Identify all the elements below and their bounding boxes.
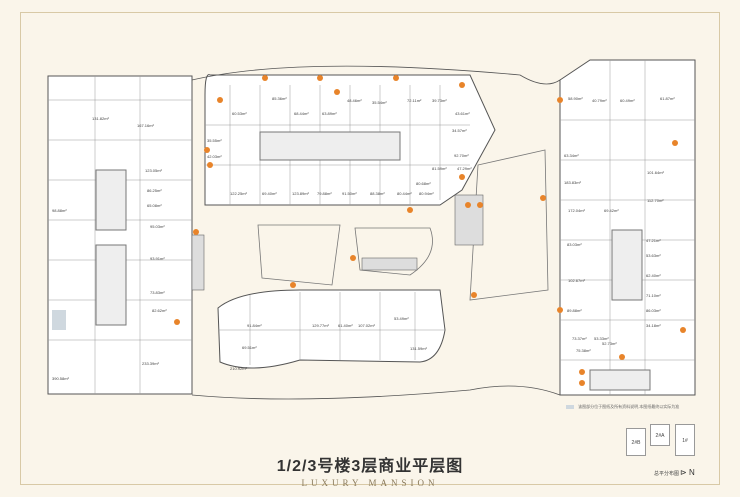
unit-area-label: 390.58m²	[52, 376, 69, 381]
site-building-2b: 2#B	[626, 428, 646, 456]
unit-area-label: 91.84m²	[247, 323, 262, 328]
unit-area-label: 53.49m²	[394, 316, 409, 321]
unit-area-label: 72.11m²	[407, 98, 422, 103]
unit-area-label: 63.89m²	[322, 111, 337, 116]
building-center-top	[204, 74, 496, 206]
north-arrow: ⊳ N	[680, 468, 695, 477]
site-map-caption: 总平分布图	[654, 471, 680, 477]
unit-area-label: 101.64m²	[647, 170, 664, 175]
unit-area-label: 107.02m²	[358, 323, 375, 328]
unit-area-label: 47.21m²	[646, 238, 661, 243]
unit-area-label: 69.51m²	[242, 345, 257, 350]
promenade-outline	[191, 65, 561, 400]
unit-area-label: 48.46m²	[347, 98, 362, 103]
unit-area-label: 86.25m²	[147, 188, 162, 193]
unit-area-label: 85.36m²	[272, 96, 287, 101]
unit-area-label: 89.88m²	[567, 308, 582, 313]
unit-area-label: 39.73m²	[432, 98, 447, 103]
unit-area-label: 83.03m²	[567, 242, 582, 247]
unit-area-label: 210.92m²	[230, 366, 247, 371]
north-label: N	[688, 468, 695, 477]
unit-area-label: 60.49m²	[620, 98, 635, 103]
unit-area-label: 53.33m²	[594, 336, 609, 341]
legend: 该图部分位于图纸及所有资料说明,本图纸最终以实际为准	[566, 404, 679, 410]
building-left	[47, 75, 193, 395]
drawing-frame	[20, 12, 720, 485]
legend-swatch	[566, 404, 574, 409]
legend-text: 该图部分位于图纸及所有资料说明,本图纸最终以实际为准	[578, 404, 680, 409]
unit-area-label: 71.10m²	[646, 293, 661, 298]
unit-area-label: 61.40m²	[338, 323, 353, 328]
unit-area-label: 58.90m²	[568, 96, 583, 101]
unit-area-label: 35.54m²	[372, 100, 387, 105]
page-title: 1/2/3号楼3层商业平层图	[276, 458, 464, 475]
unit-area-label: 69.42m²	[604, 208, 619, 213]
unit-area-label: 172.04m²	[568, 208, 585, 213]
unit-area-label: 95.03m²	[150, 224, 165, 229]
unit-area-label: 233.39m²	[142, 361, 159, 366]
unit-area-label: 93.91m²	[150, 256, 165, 261]
unit-area-label: 131.82m²	[92, 116, 109, 121]
unit-area-label: 52.73m²	[602, 341, 617, 346]
unit-area-label: 167.16m²	[137, 123, 154, 128]
unit-area-label: 129.77m²	[312, 323, 329, 328]
unit-area-label: 91.50m²	[342, 191, 357, 196]
unit-area-label: 62.40m²	[646, 273, 661, 278]
unit-area-label: 123.05m²	[145, 168, 162, 173]
unit-area-label: 112.70m²	[647, 198, 664, 203]
site-building-2a: 2#A	[650, 424, 670, 446]
site-building-1: 1#	[675, 424, 695, 456]
unit-area-label: 80.68m²	[416, 181, 431, 186]
unit-area-label: 80.94m²	[419, 191, 434, 196]
unit-area-label: 42.03m²	[207, 154, 222, 159]
unit-area-label: 73.37m²	[572, 336, 587, 341]
unit-area-label: 80.44m²	[397, 191, 412, 196]
unit-area-label: 40.79m²	[592, 98, 607, 103]
unit-area-label: 61.87m²	[660, 96, 675, 101]
unit-area-label: 43.61m²	[455, 111, 470, 116]
unit-area-label: 63.34m²	[564, 153, 579, 158]
unit-area-label: 34.18m²	[646, 323, 661, 328]
unit-area-label: 73.83m²	[150, 290, 165, 295]
unit-area-label: 86.03m²	[646, 308, 661, 313]
page-subtitle: LUXURY MANSION	[301, 478, 439, 488]
building-center-bottom	[217, 289, 446, 369]
unit-area-label: 79.88m²	[317, 191, 332, 196]
unit-area-label: 88.38m²	[370, 191, 385, 196]
unit-area-label: 102.67m²	[568, 278, 585, 283]
unit-area-label: 34.57m²	[452, 128, 467, 133]
unit-area-label: 131.59m²	[410, 346, 427, 351]
unit-area-label: 60.53m²	[232, 111, 247, 116]
unit-area-label: 82.62m²	[152, 308, 167, 313]
unit-area-label: 65.08m²	[147, 203, 162, 208]
unit-area-label: 183.83m²	[564, 180, 581, 185]
unit-area-label: 35.55m²	[207, 138, 222, 143]
unit-area-label: 75.38m²	[576, 348, 591, 353]
unit-area-label: 92.70m²	[454, 153, 469, 158]
unit-area-label: 81.59m²	[432, 166, 447, 171]
unit-area-label: 122.25m²	[230, 191, 247, 196]
hydrant-markers	[174, 75, 686, 386]
unit-area-label: 123.89m²	[292, 191, 309, 196]
unit-area-label: 47.29m²	[457, 166, 472, 171]
unit-area-label: 69.40m²	[262, 191, 277, 196]
unit-area-label: 53.63m²	[646, 253, 661, 258]
unit-area-label: 68.44m²	[294, 111, 309, 116]
building-right	[559, 59, 696, 396]
unit-area-label: 98.88m²	[52, 208, 67, 213]
